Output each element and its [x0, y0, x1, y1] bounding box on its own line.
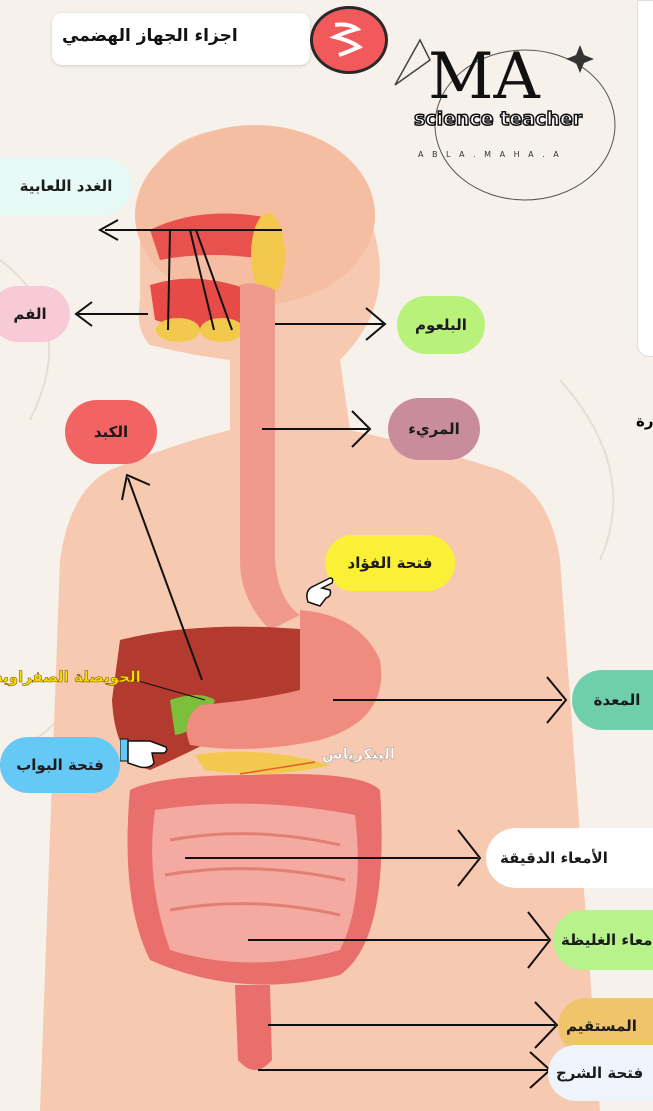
label-stomach: المعدة [572, 670, 653, 730]
partial-text: رة [636, 412, 653, 430]
pointing-hand-icon [120, 733, 170, 775]
label-cardiac-opening: فتحة الفؤاد [325, 535, 455, 591]
label-pancreas: البنكرياس [322, 742, 395, 766]
logo-monogram-text: MA [428, 40, 540, 114]
label-liver: الكبد [65, 400, 157, 464]
submandibular-gland [200, 318, 244, 342]
label-pyloric-opening: فتحة البواب [0, 737, 120, 793]
pointing-hand-icon [300, 572, 340, 612]
rocket-icon [395, 40, 430, 85]
page-title: اجزاء الجهاز الهضمي [62, 26, 238, 46]
label-small-intestine: الأمعاء الدقيقة [486, 828, 653, 888]
label-pharynx: البلعوم [397, 296, 485, 354]
logo-subtext: A B L A . M A H A . A [418, 150, 562, 159]
sublingual-gland [156, 318, 200, 342]
sparkle-icon [566, 45, 594, 73]
small-intestine [152, 804, 358, 963]
label-large-intestine: الأمعاء الغليظة [553, 910, 653, 970]
label-anus: فتحة الشرج [548, 1045, 653, 1101]
side-panel [637, 0, 653, 357]
label-gallbladder: الحويصلة الصفراوية [0, 664, 141, 690]
label-mouth: الفم [0, 286, 70, 342]
rectum [235, 985, 272, 1070]
label-esophagus: المريء [388, 398, 480, 460]
label-salivary-glands: الغدد اللعابية [0, 157, 132, 215]
